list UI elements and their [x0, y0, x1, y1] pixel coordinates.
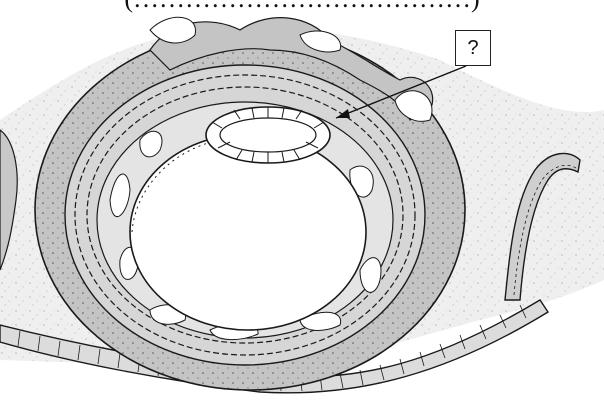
question-mark: ?: [467, 37, 478, 60]
question-label-box: ?: [455, 30, 491, 66]
lumen: [130, 134, 366, 330]
